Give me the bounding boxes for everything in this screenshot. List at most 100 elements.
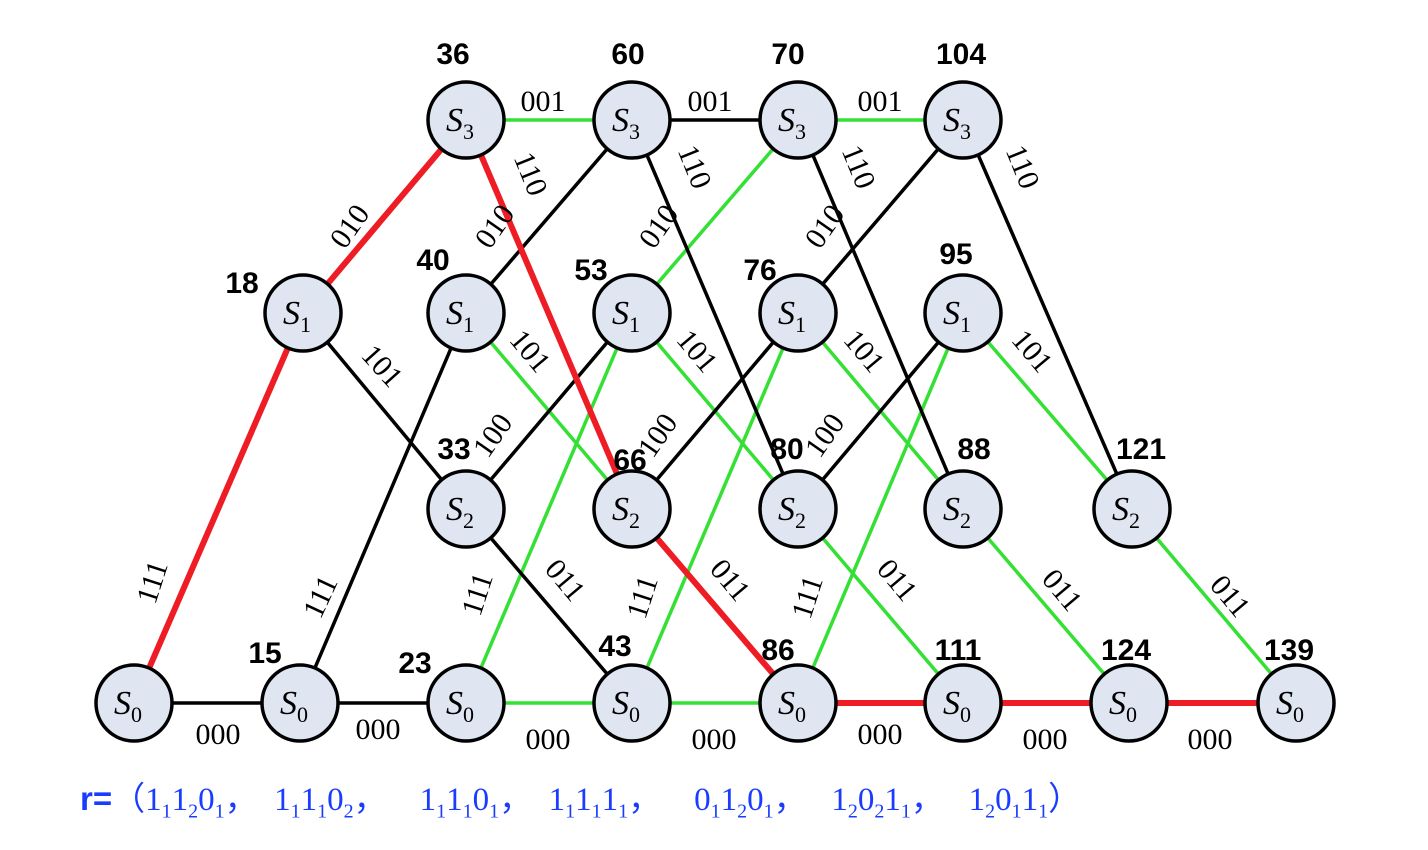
- state-letter: S: [280, 685, 297, 722]
- survivor-branch-n11-n23: [300, 118, 469, 315]
- state-node-n33: S3: [592, 80, 672, 160]
- state-letter: S: [1109, 685, 1126, 722]
- received-bit-reliability: 1: [290, 800, 301, 823]
- state-circle: [758, 469, 838, 549]
- state-circle: [426, 273, 506, 353]
- state-circle: [923, 273, 1003, 353]
- survivor-branch-n00-n11: [131, 311, 306, 705]
- state-node-n22: S2: [426, 469, 506, 549]
- state-letter: S: [283, 295, 300, 332]
- received-symbol-group: 120111: [969, 782, 1049, 823]
- state-letter: S: [612, 295, 629, 332]
- state-node-n41: S1: [758, 273, 838, 353]
- path-metric: 15: [248, 637, 281, 670]
- path-metric: 86: [761, 634, 794, 667]
- separator: ，: [910, 782, 944, 818]
- received-sequence: r=（111201， 111102， 111101， 111111， 01120…: [80, 772, 1081, 824]
- branch-label: 000: [1188, 723, 1233, 756]
- received-bit: 1: [419, 782, 437, 818]
- state-circle: [1092, 469, 1172, 549]
- received-bit: 0: [694, 782, 711, 818]
- branch-label: 101: [670, 323, 724, 379]
- state-node-n70: S0: [1256, 663, 1336, 743]
- received-bit-reliability: 1: [618, 800, 629, 823]
- state-node-n60: S0: [1089, 663, 1169, 743]
- state-node-n50: S0: [923, 663, 1003, 743]
- received-bit-reliability: 1: [763, 800, 774, 823]
- state-label: S1: [778, 295, 806, 337]
- state-circle: [592, 469, 672, 549]
- branch-n52-n60: [961, 507, 1131, 705]
- branch-n22-n31: [464, 311, 634, 511]
- path-metric: 36: [436, 38, 469, 71]
- state-letter: S: [612, 491, 629, 528]
- received-bit-reliability: 1: [214, 800, 225, 823]
- branch-label: 111: [620, 572, 665, 623]
- branch-label: 011: [1203, 569, 1256, 624]
- state-label: S0: [1276, 685, 1304, 727]
- received-bit-reliability: 2: [737, 800, 748, 823]
- received-bit: 1: [601, 782, 619, 818]
- state-circle: [758, 663, 838, 743]
- state-index: 0: [1293, 702, 1304, 727]
- branch-n30-n41: [630, 312, 800, 704]
- path-metric: 40: [416, 244, 449, 277]
- state-circle: [592, 80, 672, 160]
- received-bit-reliability: 2: [985, 800, 996, 823]
- state-node-n00: S0: [94, 663, 174, 743]
- separator: ，: [499, 782, 533, 818]
- branch-label: 000: [1023, 723, 1068, 756]
- received-symbol-group: 111101: [419, 782, 500, 823]
- state-index: 1: [300, 312, 311, 337]
- branch-label: 010: [323, 199, 376, 255]
- branch-n33-n42: [630, 119, 800, 510]
- state-index: 2: [960, 508, 971, 533]
- received-bit: 0: [327, 782, 344, 818]
- received-bit: 0: [198, 782, 215, 818]
- received-bit: 0: [995, 782, 1012, 818]
- state-circle: [260, 663, 340, 743]
- state-label: S1: [943, 295, 971, 337]
- branch-label: 000: [858, 718, 903, 751]
- branch-label: 111: [130, 557, 175, 608]
- state-index: 2: [629, 508, 640, 533]
- path-metric: 111: [935, 634, 982, 667]
- state-node-n30: S0: [592, 663, 672, 743]
- separator: ，: [628, 782, 662, 818]
- state-circle: [1256, 663, 1336, 743]
- received-bit-reliability: 1: [565, 800, 576, 823]
- path-metric: 124: [1101, 634, 1151, 667]
- path-metric: 33: [437, 433, 470, 466]
- state-node-n62: S2: [1092, 469, 1172, 549]
- branch-label: 000: [526, 723, 571, 756]
- state-label: S2: [612, 491, 640, 533]
- state-index: 0: [1126, 702, 1137, 727]
- state-node-n32: S2: [592, 469, 672, 549]
- state-letter: S: [446, 685, 463, 722]
- received-bit: 1: [274, 782, 291, 818]
- state-circle: [592, 663, 672, 743]
- state-label: S0: [280, 685, 308, 727]
- state-index: 1: [463, 312, 474, 337]
- received-bit: 1: [720, 782, 738, 818]
- branch-n21-n33: [464, 118, 634, 315]
- received-bit-reliability: 2: [847, 800, 858, 823]
- state-label: S1: [446, 295, 474, 337]
- branch-label: 010: [632, 199, 685, 255]
- state-index: 0: [960, 702, 971, 727]
- path-metric: 23: [398, 647, 431, 680]
- branch-label: 000: [356, 713, 401, 746]
- state-letter: S: [1112, 491, 1129, 528]
- state-node-n10: S0: [260, 663, 340, 743]
- branch-n31-n43: [630, 118, 800, 315]
- received-bit-reliability: 2: [343, 800, 354, 823]
- state-label: S1: [283, 295, 311, 337]
- received-bit-reliability: 1: [462, 800, 473, 823]
- state-letter: S: [943, 685, 960, 722]
- branch-n42-n50: [796, 507, 965, 705]
- separator: ，: [773, 782, 807, 818]
- state-node-n43: S3: [758, 80, 838, 160]
- state-label: S0: [943, 685, 971, 727]
- path-metric: 139: [1264, 634, 1314, 667]
- branch-label: 010: [798, 199, 851, 255]
